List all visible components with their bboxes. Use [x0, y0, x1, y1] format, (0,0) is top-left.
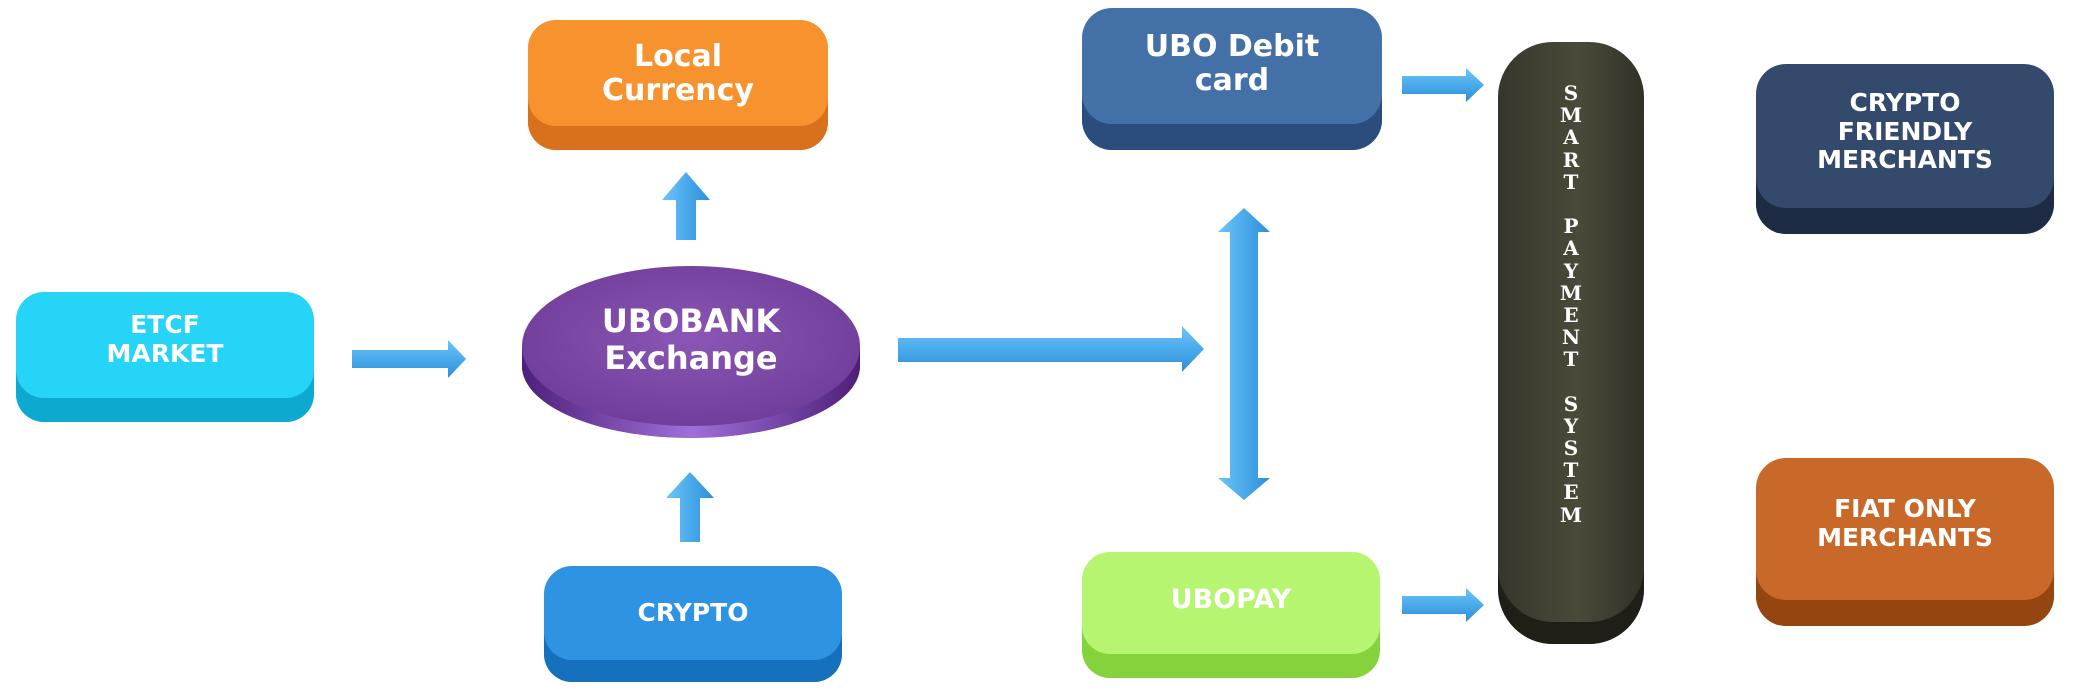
sps-letter: T: [1563, 169, 1579, 194]
node-ubobank-exchange-text: UBOBANK Exchange: [560, 280, 822, 400]
node-local-currency: Local Currency: [528, 20, 828, 150]
sps-letter: T: [1563, 458, 1579, 483]
arrow-exchange-to-hub: [898, 326, 1204, 372]
sps-letter: S: [1563, 81, 1579, 105]
sps-letter: S: [1563, 391, 1579, 416]
sps-letter: E: [1563, 480, 1579, 505]
sps-letter: Y: [1563, 258, 1579, 283]
node-ubopay-label: UBOPAY: [1170, 584, 1292, 616]
node-ubopay: UBOPAY: [1082, 552, 1380, 678]
node-crypto-label: CRYPTO: [637, 597, 749, 627]
node-etcf-market-label: ETCF MARKET: [106, 310, 224, 368]
arrow-crypto-to-exchange: [666, 472, 714, 542]
sps-letter: R: [1562, 147, 1580, 172]
sps-letter: S: [1563, 436, 1579, 460]
node-fiat-only-merchants-label: FIAT ONLY MERCHANTS: [1817, 494, 1993, 552]
sps-letter: T: [1563, 347, 1579, 372]
sps-letter: A: [1563, 125, 1579, 150]
sps-gap: [1498, 193, 1644, 215]
smart-payment-system-pillar: S M A R T P A Y M E N T S Y S T E M: [1498, 42, 1644, 644]
node-fiat-only-merchants: FIAT ONLY MERCHANTS: [1756, 458, 2054, 626]
arrow-etcf-to-exchange: [352, 340, 466, 378]
arrow-debit-card-to-sps: [1402, 68, 1484, 102]
smart-payment-system-label: S M A R T P A Y M E N T S Y S T E M: [1498, 82, 1644, 526]
node-crypto-friendly-merchants: CRYPTO FRIENDLY MERCHANTS: [1756, 64, 2054, 234]
sps-letter: M: [1559, 502, 1583, 527]
sps-letter: M: [1559, 280, 1583, 305]
node-ubobank-exchange-label: UBOBANK Exchange: [601, 302, 781, 377]
node-etcf-market: ETCF MARKET: [16, 292, 314, 422]
sps-letter: N: [1561, 325, 1581, 350]
sps-letter: E: [1563, 302, 1579, 327]
node-crypto-friendly-merchants-label: CRYPTO FRIENDLY MERCHANTS: [1817, 87, 1993, 175]
node-local-currency-label: Local Currency: [601, 38, 754, 108]
node-crypto: CRYPTO: [544, 566, 842, 682]
node-ubo-debit-card: UBO Debit card: [1082, 8, 1382, 150]
sps-gap: [1498, 370, 1644, 392]
sps-letter: Y: [1563, 413, 1579, 438]
node-ubobank-exchange: [522, 266, 860, 438]
sps-letter: A: [1563, 236, 1579, 261]
node-ubo-debit-card-label: UBO Debit card: [1144, 28, 1320, 98]
sps-letter: M: [1559, 103, 1583, 128]
arrow-exchange-to-local-currency: [662, 172, 710, 240]
arrow-debit-card-ubopay: [1218, 208, 1270, 500]
sps-letter: P: [1563, 214, 1579, 239]
arrow-ubopay-to-sps: [1402, 588, 1484, 622]
